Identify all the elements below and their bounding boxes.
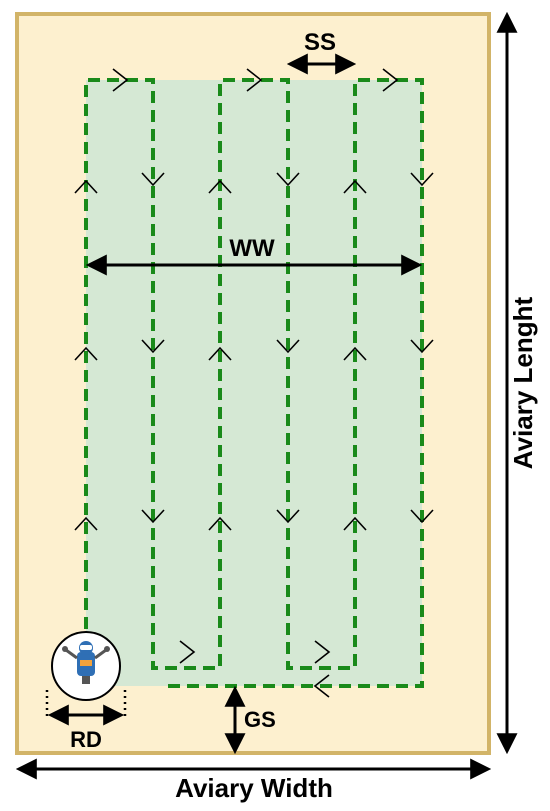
ss-label: SS xyxy=(304,29,336,56)
chevron-up-icon xyxy=(208,346,232,361)
ww-label: WW xyxy=(229,235,275,262)
chevron-down-icon xyxy=(276,172,300,187)
chevron-down-icon xyxy=(141,509,165,524)
chevron-up-icon xyxy=(343,516,367,531)
coverage-area xyxy=(86,80,422,686)
chevron-right-icon xyxy=(179,640,196,664)
chevron-up-icon xyxy=(343,346,367,361)
aviary-length-label: Aviary Lenght xyxy=(508,296,538,469)
chevron-down-icon xyxy=(276,509,300,524)
chevron-down-icon xyxy=(410,172,434,187)
chevron-down-icon xyxy=(141,339,165,354)
chevron-right-icon xyxy=(314,640,331,664)
chevron-down-icon xyxy=(410,339,434,354)
chevron-left-icon xyxy=(313,674,330,698)
gs-label: GS xyxy=(244,707,276,732)
chevron-down-icon xyxy=(410,509,434,524)
chevron-up-icon xyxy=(343,179,367,194)
direction-chevrons xyxy=(74,68,434,698)
rd-label: RD xyxy=(70,727,102,752)
chevron-down-icon xyxy=(141,172,165,187)
chevron-up-icon xyxy=(208,179,232,194)
chevron-down-icon xyxy=(276,339,300,354)
robot-icon xyxy=(45,631,127,716)
aviary-width-label: Aviary Width xyxy=(175,773,333,803)
serpentine-path xyxy=(84,78,424,688)
chevron-up-icon xyxy=(74,346,98,361)
chevron-right-icon xyxy=(246,68,263,92)
chevron-up-icon xyxy=(208,516,232,531)
chevron-right-icon xyxy=(112,68,129,92)
chevron-up-icon xyxy=(74,179,98,194)
chevron-right-icon xyxy=(382,68,399,92)
chevron-up-icon xyxy=(74,516,98,531)
